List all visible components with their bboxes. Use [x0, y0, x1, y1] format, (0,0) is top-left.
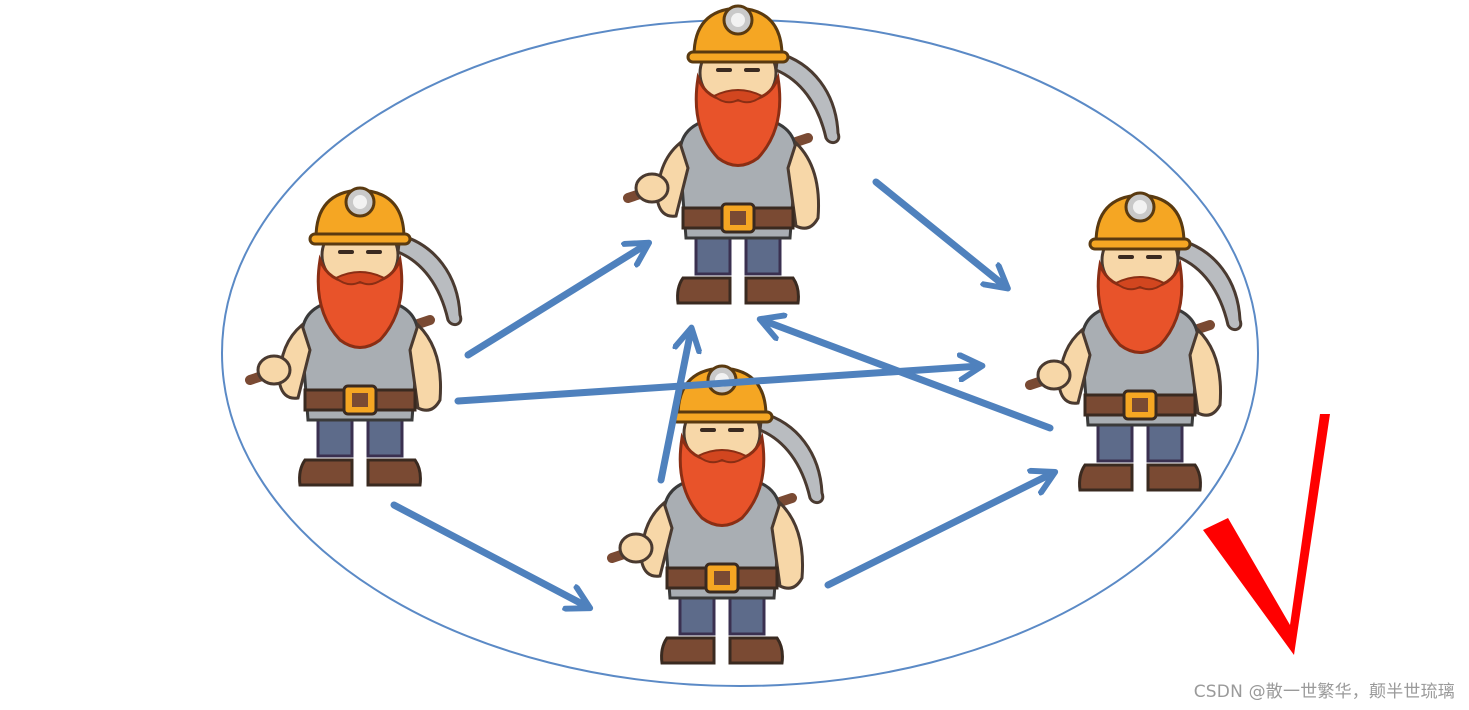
- arrow-left-to-bottom: [390, 501, 588, 607]
- arrow-top-to-right: [872, 178, 1006, 287]
- miner-icon: [628, 6, 839, 303]
- checkmark-icon: [1203, 414, 1330, 655]
- miner-icon: [612, 366, 823, 663]
- arrows: [390, 178, 1054, 607]
- arrow-right-to-top: [762, 320, 1054, 432]
- arrow-left-to-top: [464, 244, 647, 359]
- miner-icon: [250, 188, 461, 485]
- miner-icon: [1030, 193, 1241, 490]
- arrow-bottom-to-top: [657, 330, 691, 484]
- arrow-bottom-to-right: [824, 473, 1053, 589]
- watermark: CSDN @散一世繁华，颠半世琉璃: [1193, 682, 1455, 702]
